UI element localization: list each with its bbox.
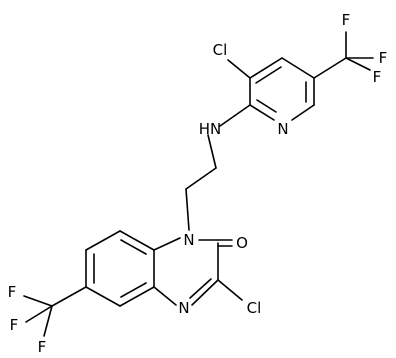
bond-cf3b-f3 xyxy=(43,305,53,337)
atom-cl-bottom: Cl xyxy=(247,299,262,317)
atom-cl-top: Cl xyxy=(213,41,228,59)
bond-nh-ch2 xyxy=(207,134,217,169)
bond-ch2-ch2 xyxy=(185,167,217,190)
atom-nh: HN xyxy=(199,120,222,138)
bond-n-c2 xyxy=(249,104,275,121)
bond-c5-c4a xyxy=(119,286,155,307)
bond-c3-c4 xyxy=(249,57,283,79)
bond-ch2-n1 xyxy=(185,188,190,231)
atom-f-bottom-2: F xyxy=(10,316,19,334)
atom-labels: Cl F F F HN N N O N Cl F F F xyxy=(8,11,388,356)
atom-f-top-2: F xyxy=(379,49,388,67)
bond-c6-n xyxy=(291,104,315,121)
atom-n-pyridine: N xyxy=(277,120,288,138)
atom-oxygen: O xyxy=(236,234,248,252)
bond-c3-cl xyxy=(227,59,251,79)
bond-c3-c4-inner xyxy=(255,66,282,84)
bond-c8a-c8 xyxy=(119,230,155,251)
bond-c8a-c8-inner xyxy=(120,239,147,255)
atom-f-bottom-3: F xyxy=(38,338,47,356)
atom-f-bottom-1: F xyxy=(8,283,17,301)
bond-c4-c5 xyxy=(281,57,315,79)
bond-c3q-n4-inner xyxy=(189,278,212,299)
atom-n4-quinoxalinone: N xyxy=(178,299,189,317)
bond-cf3-f3 xyxy=(345,57,371,71)
bond-n4-c4a xyxy=(153,286,177,306)
bond-c8-c7 xyxy=(85,230,121,251)
bond-c2-nh xyxy=(219,104,251,127)
bond-c5-cf3 xyxy=(313,57,347,79)
bond-c3q-cl xyxy=(217,279,243,301)
bond-c6-c5 xyxy=(85,286,121,307)
bond-cf3b-f2 xyxy=(25,305,53,323)
atom-f-top-1: F xyxy=(342,11,351,29)
bond-cf3b-f1 xyxy=(23,295,53,307)
atom-f-top-3: F xyxy=(373,68,382,86)
bond-lines xyxy=(23,31,374,337)
bond-c8a-n1 xyxy=(153,237,181,251)
bond-c6-cf3 xyxy=(51,286,87,307)
bond-n-c2-inner xyxy=(256,99,277,113)
bond-c3q-n4 xyxy=(191,279,219,306)
bond-c5-c4a-inner xyxy=(120,282,147,298)
atom-n1-quinoxalinone: N xyxy=(183,231,194,249)
